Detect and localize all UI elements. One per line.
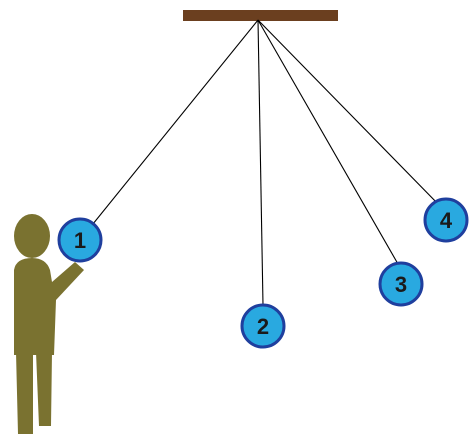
ball-3-circle: [378, 261, 424, 307]
string-to-ball-2: [257, 19, 264, 306]
ball-4-circle: [423, 197, 469, 243]
ball-1-label: 1: [74, 228, 86, 253]
person-legs: [16, 352, 52, 434]
ball-4-label: 4: [440, 208, 453, 233]
ball-2-label: 2: [257, 314, 269, 339]
ball-2: 2: [240, 303, 286, 349]
ball-3: 3: [378, 261, 424, 307]
person-body: [14, 258, 84, 355]
string-to-ball-4: [257, 19, 442, 208]
ball-1: 1: [57, 217, 103, 263]
string-to-ball-3: [257, 19, 399, 265]
ball-4: 4: [423, 197, 469, 243]
ball-2-circle: [240, 303, 286, 349]
person-silhouette: [14, 214, 84, 434]
string-to-ball-1: [79, 19, 259, 241]
ball-3-label: 3: [395, 272, 407, 297]
ceiling-support-bar: [183, 10, 338, 21]
ball-1-circle: [57, 217, 103, 263]
person-head: [14, 214, 50, 258]
